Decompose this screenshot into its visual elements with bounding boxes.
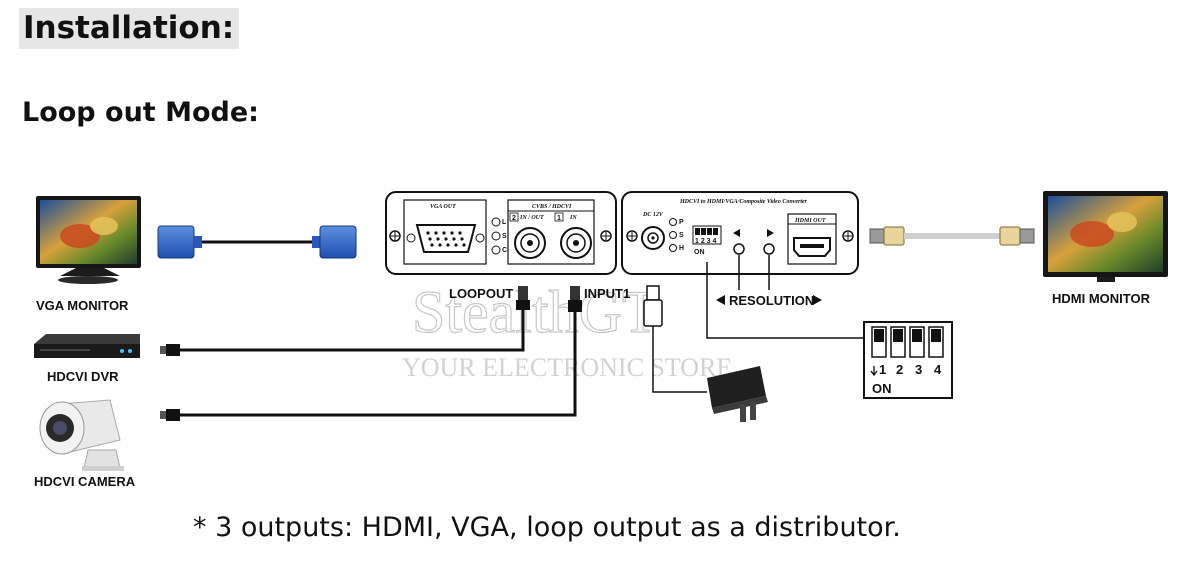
dip-number-2: 2: [896, 362, 903, 377]
bnc-port-loopout: [514, 227, 546, 259]
led-label-h: H: [679, 245, 684, 252]
page-title: Installation:: [23, 10, 235, 46]
resolution-label: RESOLUTION: [729, 293, 814, 308]
led-label-s: S: [502, 233, 507, 240]
led-label-l: L: [502, 219, 507, 226]
converter-right-panel: HDCVI to HDMI/VGA/Composite Video Conver…: [621, 191, 859, 275]
resolution-left-icon: [733, 229, 740, 237]
mini-dip-switch: 1 2 3 4 ON: [692, 225, 722, 256]
mini-dip-on: ON: [694, 249, 705, 256]
led-label-p: P: [679, 219, 684, 226]
hdcvi-dvr-icon: [34, 334, 140, 358]
led-s-icon: [491, 231, 501, 241]
badge-1: 1: [557, 215, 561, 222]
input1-label: INPUT1: [584, 286, 630, 301]
footnote: * 3 outputs: HDMI, VGA, loop output as a…: [193, 512, 901, 543]
led-s2-icon: [669, 231, 677, 239]
in-label: IN: [569, 215, 577, 221]
dip-number-3: 3: [915, 362, 922, 377]
watermark-brand: StealthGT: [412, 279, 659, 345]
hdcvi-camera-label: HDCVI CAMERA: [34, 474, 136, 489]
dip-on-label: ON: [872, 381, 892, 396]
led-c-icon: [491, 245, 501, 255]
hdmi-monitor-label: HDMI MONITOR: [1052, 291, 1151, 306]
vga-monitor-label: VGA MONITOR: [36, 298, 129, 313]
led-label-c: C: [502, 247, 507, 254]
vga-out-label: VGA OUT: [430, 204, 456, 210]
watermark-tagline: YOUR ELECTRONIC STORE: [402, 353, 732, 382]
hdcvi-camera-icon: [39, 399, 124, 471]
title-box: Installation:: [19, 8, 240, 49]
loopout-label: LOOPOUT: [449, 286, 513, 301]
loopout-cable: [160, 286, 530, 356]
converter-left-panel: VGA OUT L S C CVBS / HDCVI 2 IN / OUT 1 …: [385, 191, 617, 275]
led-p-icon: [669, 218, 677, 226]
hdmi-cable: [869, 226, 1035, 246]
dc-12v-label: DC 12V: [642, 212, 664, 218]
page-subtitle: Loop out Mode:: [22, 97, 259, 128]
watermark: StealthGT YOUR ELECTRONIC STORE: [402, 278, 732, 382]
mini-dip-numbers: 1 2 3 4: [695, 238, 717, 245]
bnc-port-input1: [560, 227, 592, 259]
resolution-right-icon: [767, 229, 774, 237]
resolution-left-button[interactable]: [733, 243, 745, 255]
resolution-arrow-left-icon: [716, 295, 725, 305]
badge-2: 2: [512, 215, 516, 222]
led-h-icon: [669, 244, 677, 252]
dip-down-arrow-icon: [870, 366, 878, 377]
dip-number-1: 1: [879, 362, 886, 377]
input1-cable: [160, 286, 582, 421]
led-l-icon: [491, 217, 501, 227]
in-out-label: IN / OUT: [519, 215, 544, 221]
hdmi-monitor-icon: [1043, 191, 1168, 282]
dip-number-4: 4: [934, 362, 942, 377]
led-label-s2: S: [679, 232, 684, 239]
resolution-arrow-right-icon: [813, 295, 822, 305]
vga-monitor-icon: [36, 196, 141, 284]
resolution-right-button[interactable]: [763, 243, 775, 255]
cvbs-hdcvi-label: CVBS / HDCVI: [532, 204, 572, 210]
hdmi-out-label: HDMI OUT: [794, 218, 826, 224]
power-adapter: [643, 285, 768, 422]
vga-cable: [157, 225, 357, 259]
dc-power-port: [641, 226, 665, 250]
converter-title: HDCVI to HDMI/VGA/Composite Video Conver…: [679, 199, 808, 205]
dip-switch-detail: 1 2 3 4 ON: [863, 321, 953, 399]
hdcvi-dvr-label: HDCVI DVR: [47, 369, 119, 384]
